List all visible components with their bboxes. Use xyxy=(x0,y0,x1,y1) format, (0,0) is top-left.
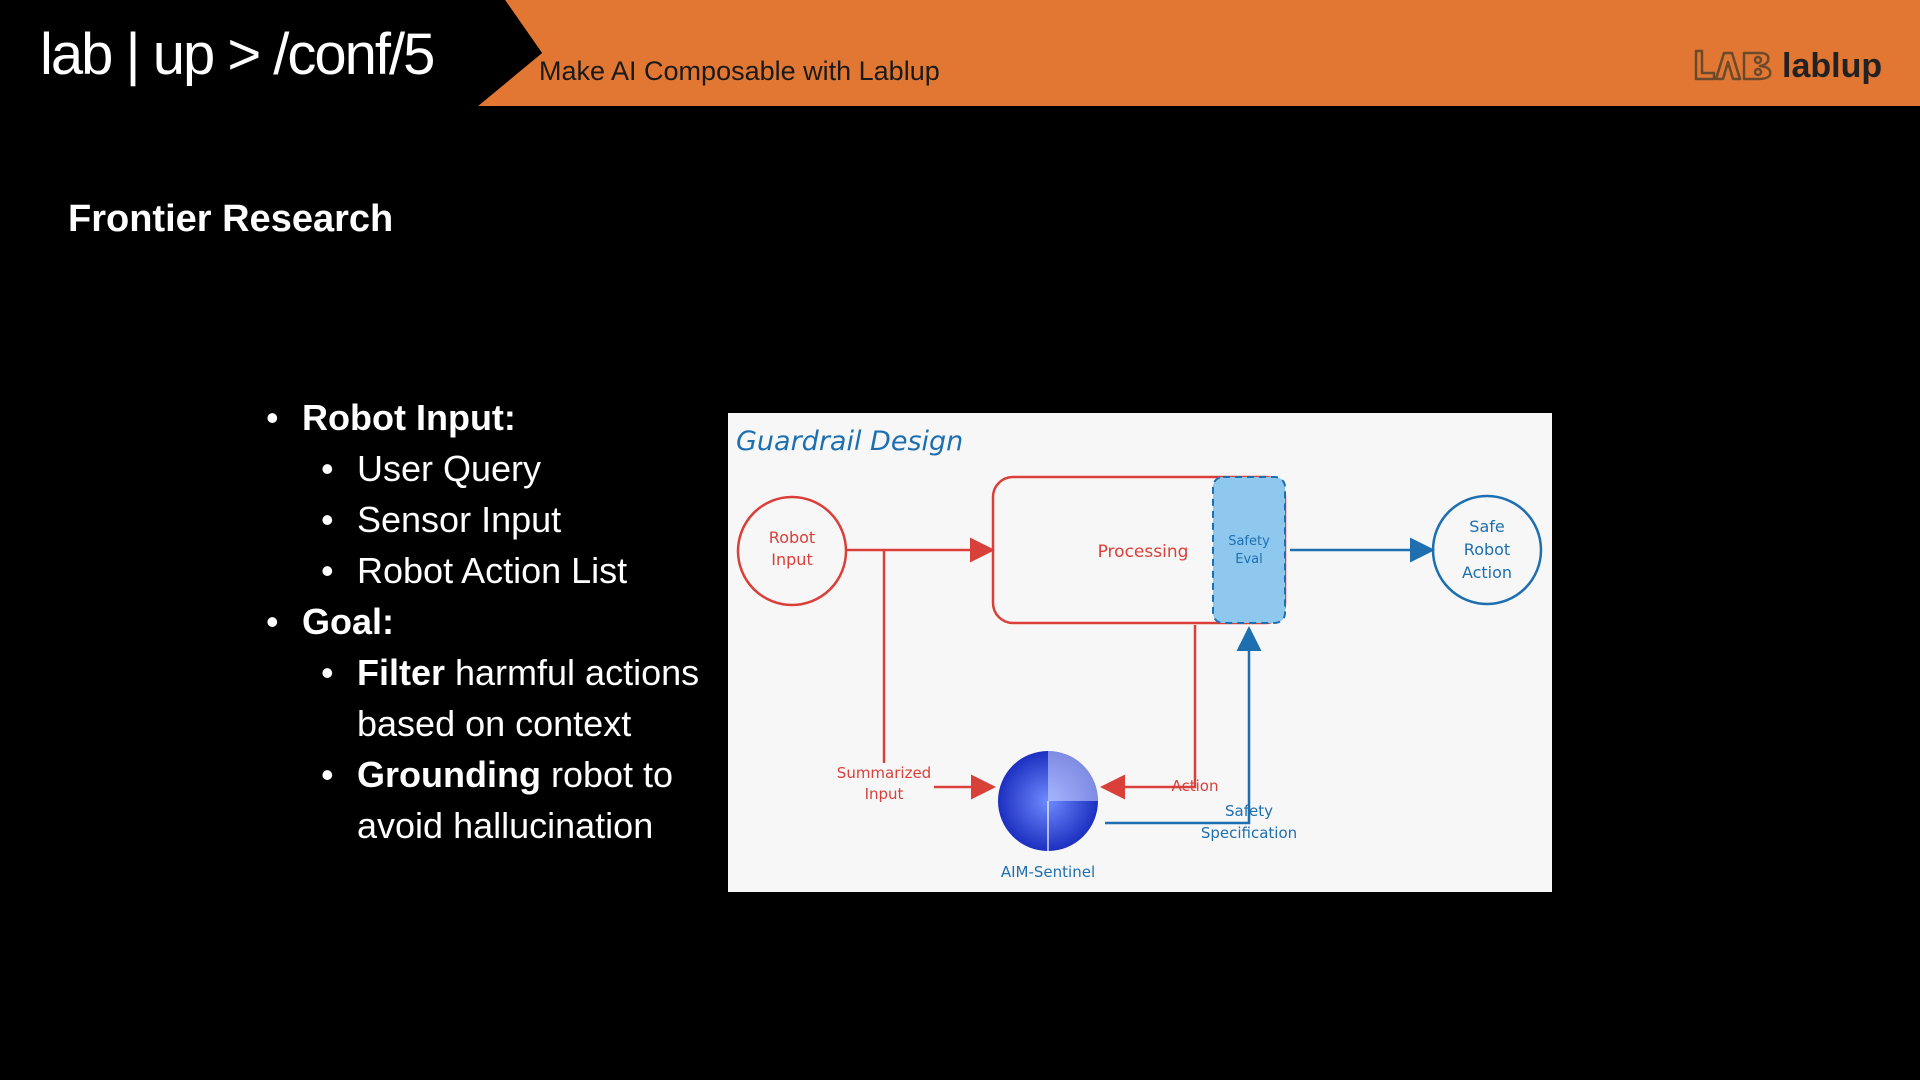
safety-eval-box xyxy=(1212,476,1286,624)
safe-robot-action-label-3: Action xyxy=(1462,563,1512,582)
header-orange-banner xyxy=(478,0,1920,106)
bullet-goal: Goal: xyxy=(262,596,712,647)
bullet-text: harmful actions based on context xyxy=(357,652,700,744)
bullet-heading: Robot Input: xyxy=(302,397,516,438)
bullet-bold-term: Grounding xyxy=(357,754,541,795)
header-band: lab | up > /conf/5 Make AI Composable wi… xyxy=(0,0,1920,106)
safety-specification-label-2: Specification xyxy=(1201,824,1297,842)
safety-specification-arrow xyxy=(1105,626,1262,825)
action-label: Action xyxy=(1172,777,1219,795)
bullet-sensor-input: Sensor Input xyxy=(262,494,712,545)
safe-robot-action-label-2: Robot xyxy=(1464,540,1510,559)
safety-specification-label-1: Safety xyxy=(1225,802,1273,820)
processing-label: Processing xyxy=(1098,542,1189,562)
header-logo-panel xyxy=(0,0,542,106)
bullet-robot-action-list: Robot Action List xyxy=(262,545,712,596)
bullet-heading: Goal: xyxy=(302,601,395,642)
summarized-input-label-1: Summarized xyxy=(837,764,931,782)
brand-logo: lablup xyxy=(1692,44,1882,88)
conference-logo: lab | up > /conf/5 xyxy=(40,22,435,87)
bullet-grounding: Grounding robot to avoid hallucination xyxy=(262,749,712,851)
robot-input-label-2: Input xyxy=(771,550,812,569)
brand-name: lablup xyxy=(1782,47,1883,85)
aim-sentinel-label: AIM-Sentinel xyxy=(1001,863,1095,881)
bullet-filter: Filter harmful actions based on context xyxy=(262,647,712,749)
aim-sentinel-highlight xyxy=(1048,751,1098,801)
header-tagline: Make AI Composable with Lablup xyxy=(539,56,940,86)
guardrail-diagram: Guardrail Design Robot Input Processing … xyxy=(728,413,1552,892)
bullet-bold-term: Filter xyxy=(357,652,446,693)
lablup-mark-icon xyxy=(1694,49,1772,81)
safety-eval-label-1: Safety xyxy=(1228,534,1270,549)
safety-eval-label-2: Eval xyxy=(1235,552,1263,567)
bullet-text: robot to avoid hallucination xyxy=(357,754,674,846)
action-arrow xyxy=(1100,625,1197,800)
summarized-input-label-2: Input xyxy=(865,785,904,803)
safe-robot-action-label-1: Safe xyxy=(1469,517,1504,536)
robot-input-label-1: Robot xyxy=(769,528,815,547)
bullet-list: Robot Input: User Query Sensor Input Rob… xyxy=(262,392,712,851)
diagram-title: Guardrail Design xyxy=(736,426,963,457)
bullet-robot-input: Robot Input: xyxy=(262,392,712,443)
page-title: Frontier Research xyxy=(68,198,394,240)
bullet-user-query: User Query xyxy=(262,443,712,494)
